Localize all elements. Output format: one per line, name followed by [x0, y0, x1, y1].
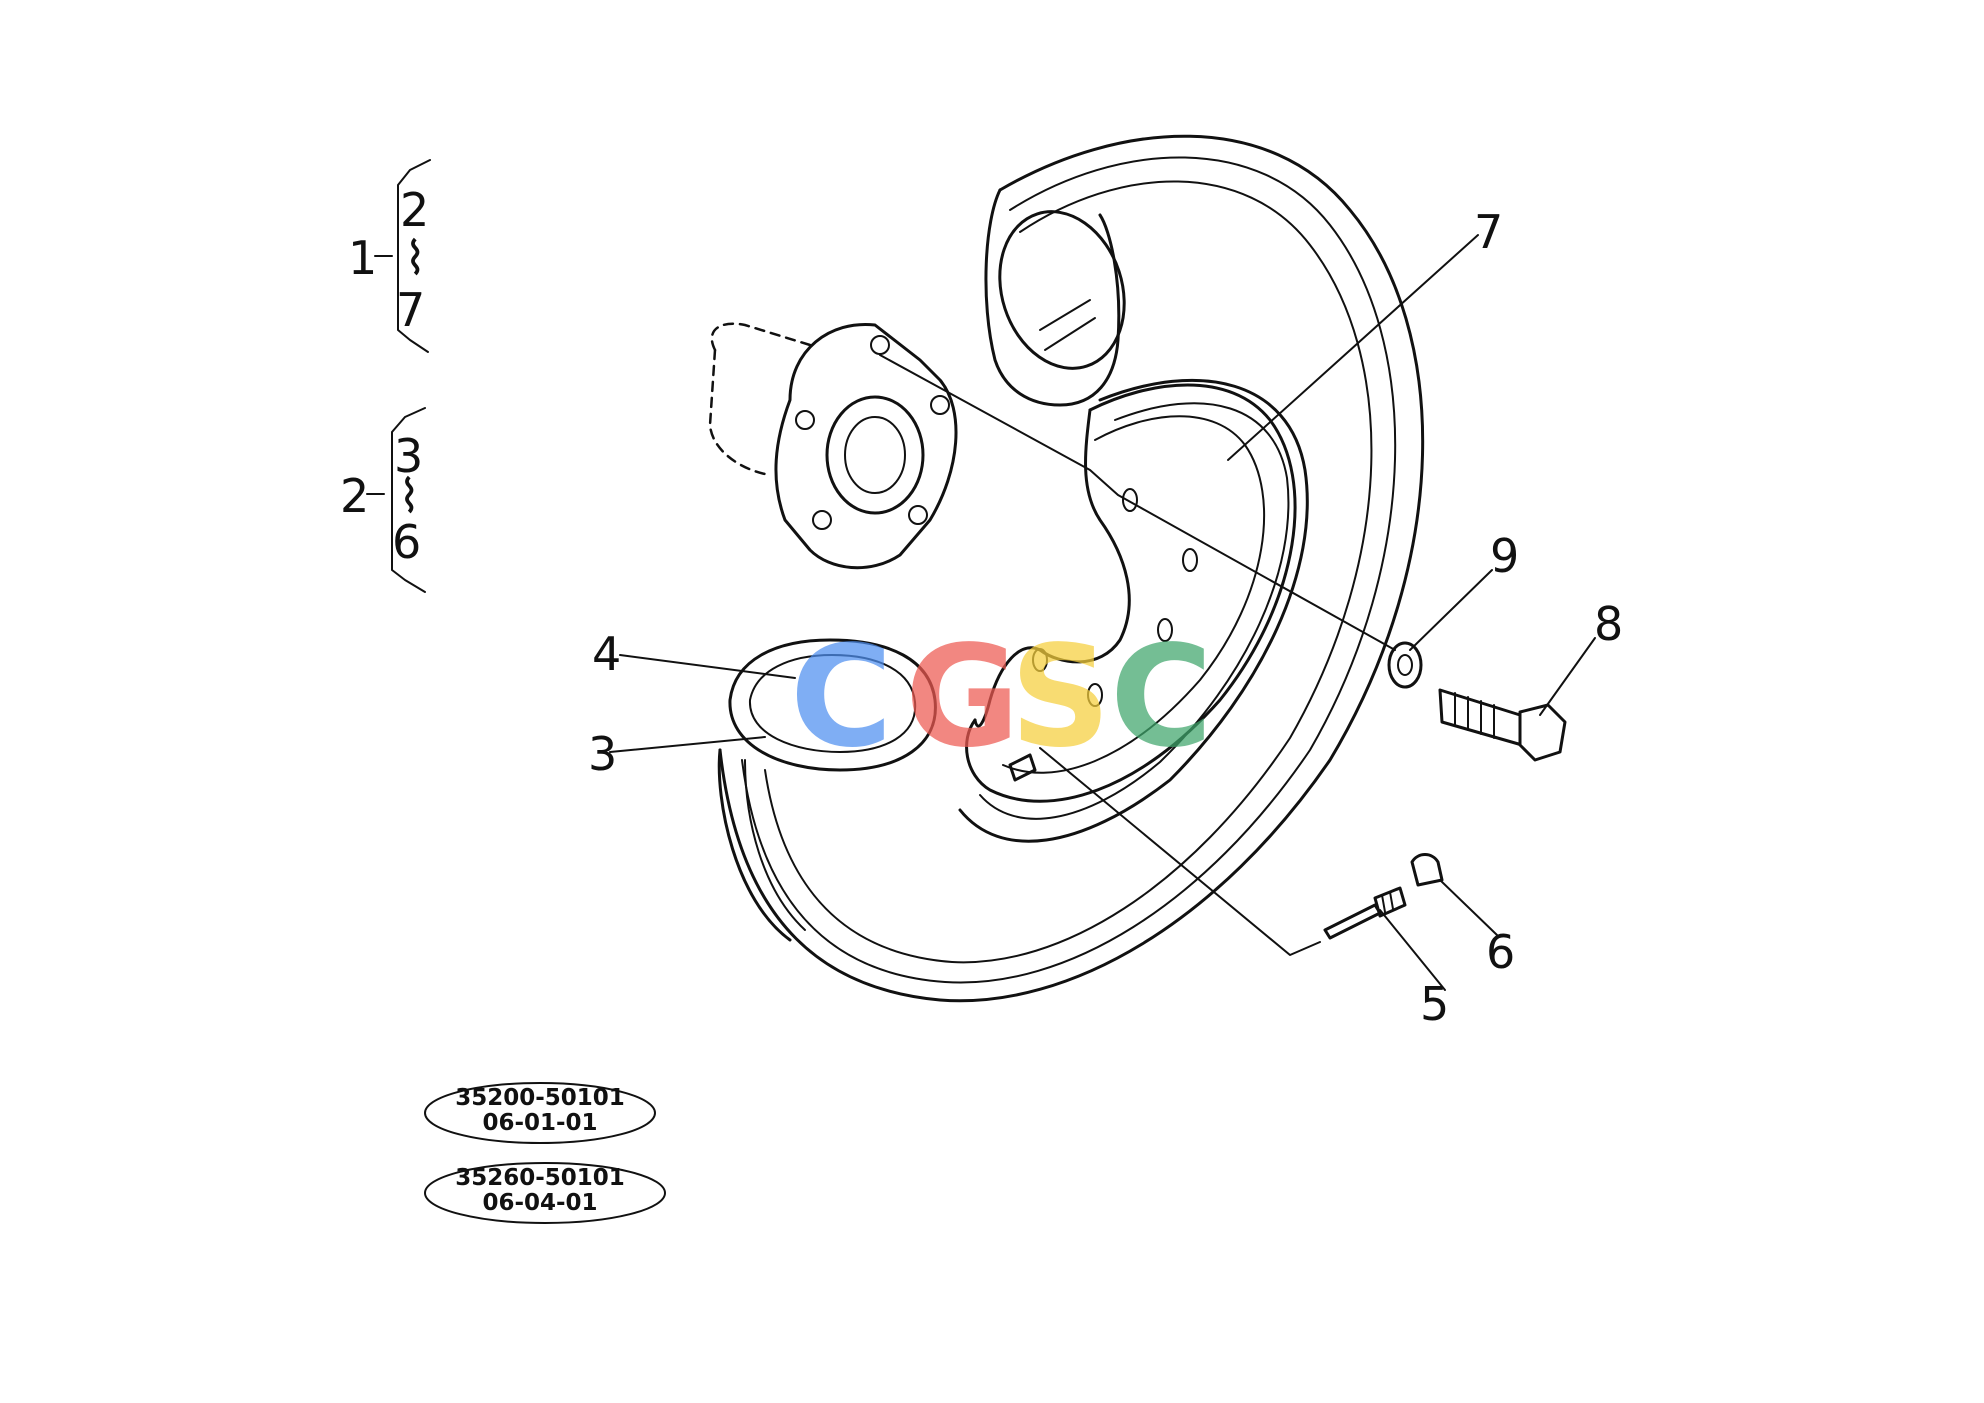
- callout-4: 4: [592, 627, 621, 681]
- assembly-2-range-end: 6: [392, 515, 421, 569]
- watermark-logo: C G S C: [790, 616, 1213, 779]
- watermark-letter-g: G: [905, 616, 1020, 779]
- assembly-2-bracket: 2 3 ⌇ 6: [340, 407, 426, 593]
- assembly-2-number: 2: [340, 469, 369, 523]
- callout-3: 3: [588, 727, 617, 781]
- callout-labels: 7 9 8 4 3 6 5: [588, 205, 1623, 1031]
- assembly-2-range-sep: ⌇: [398, 469, 420, 523]
- reference-tag-2: 35260-50101 06-04-01: [424, 1162, 666, 1224]
- assembly-1-range-sep: ⌇: [404, 231, 426, 285]
- assembly-1-number: 1: [348, 231, 377, 285]
- watermark-letter-s: S: [1010, 616, 1111, 779]
- callout-9: 9: [1490, 529, 1519, 583]
- tire: [717, 134, 1425, 1003]
- assembly-legend: 1 2 ⌇ 7 2 3 ⌇ 6: [340, 159, 431, 593]
- reference-1-code: 06-01-01: [482, 1110, 597, 1136]
- callout-6: 6: [1486, 925, 1515, 979]
- reference-1-part-number: 35200-50101: [455, 1085, 625, 1111]
- hub-phantom: [708, 322, 958, 570]
- valve-stem: [1008, 753, 1407, 940]
- assembly-1-range-start: 2: [400, 183, 429, 237]
- washer: [1387, 641, 1423, 689]
- assembly-1-range-end: 7: [396, 283, 425, 337]
- assembly-2-range-start: 3: [394, 429, 423, 483]
- bolt: [1438, 688, 1567, 762]
- reference-tags: 35200-50101 06-01-01 35260-50101 06-04-0…: [424, 1082, 666, 1224]
- reference-2-part-number: 35260-50101: [455, 1165, 625, 1191]
- reference-tag-1: 35200-50101 06-01-01: [424, 1082, 656, 1144]
- callout-5: 5: [1420, 977, 1449, 1031]
- callout-8: 8: [1594, 597, 1623, 651]
- watermark-letter-c2: C: [1110, 616, 1213, 779]
- leader-lines: [609, 234, 1596, 991]
- rim: [965, 383, 1297, 803]
- reference-2-code: 06-04-01: [482, 1190, 597, 1216]
- valve-cap: [1410, 853, 1444, 887]
- watermark-letter-c1: C: [790, 616, 893, 779]
- assembly-1-bracket: 1 2 ⌇ 7: [348, 159, 431, 353]
- callout-7: 7: [1474, 205, 1503, 259]
